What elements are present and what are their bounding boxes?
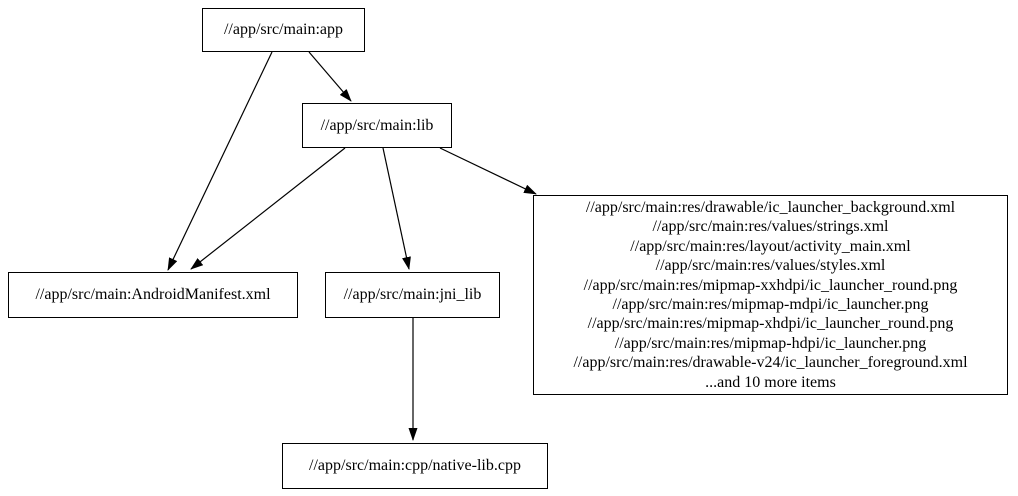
node-label: //app/src/main:res/layout/activity_main.…	[630, 237, 911, 255]
graph-node-native-lib: //app/src/main:cpp/native-lib.cpp	[282, 443, 548, 489]
node-label: ...and 10 more items	[705, 373, 836, 391]
graph-node-android-manifest: //app/src/main:AndroidManifest.xml	[8, 272, 298, 318]
node-label: //app/src/main:res/mipmap-mdpi/ic_launch…	[612, 296, 929, 313]
edge-app-to-android-manifest	[167, 51, 273, 271]
node-label: //app/src/main:res/drawable/ic_launcher_…	[585, 198, 956, 216]
graph-node-jni-lib: //app/src/main:jni_lib	[325, 272, 500, 318]
graph-node-lib: //app/src/main:lib	[302, 103, 452, 148]
node-label: //app/src/main:app	[223, 21, 344, 39]
node-label: //app/src/main:AndroidManifest.xml	[35, 286, 271, 304]
node-label: //app/src/main:lib	[320, 116, 434, 134]
node-label: //app/src/main:res/mipmap-hdpi/ic_launch…	[614, 334, 927, 352]
edge-lib-to-android-manifest	[190, 147, 346, 270]
node-label: //app/src/main:res/drawable-v24/ic_launc…	[573, 354, 968, 372]
graph-node-res-group: //app/src/main:res/drawable/ic_launcher_…	[533, 195, 1008, 395]
node-label: //app/src/main:cpp/native-lib.cpp	[309, 457, 521, 475]
graph-node-app: //app/src/main:app	[202, 8, 365, 52]
node-label: //app/src/main:res/values/styles.xml	[655, 257, 886, 275]
node-label: //app/src/main:jni_lib	[343, 286, 482, 304]
node-label: //app/src/main:res/mipmap-xhdpi/ic_launc…	[587, 315, 954, 333]
edge-lib-to-res-group	[439, 147, 537, 195]
node-label: //app/src/main:res/values/strings.xml	[652, 218, 889, 236]
node-label: //app/src/main:res/mipmap-xxhdpi/ic_laun…	[583, 276, 958, 294]
edge-lib-to-jni-lib	[382, 147, 411, 270]
edge-app-to-lib	[308, 51, 352, 102]
